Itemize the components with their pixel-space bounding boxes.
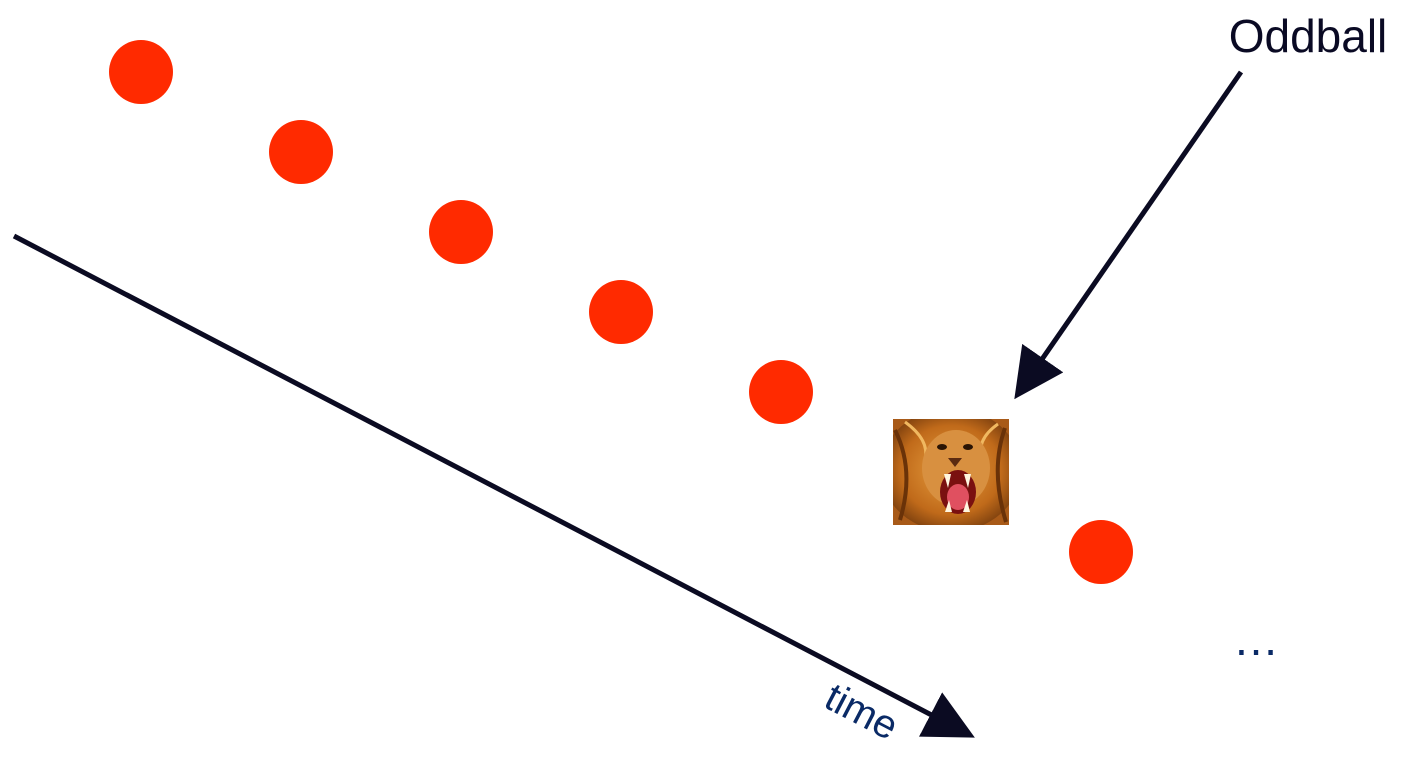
oddball-pointer-arrow — [1014, 70, 1244, 400]
standard-stimulus-5 — [749, 360, 813, 424]
time-label: time — [818, 675, 905, 749]
standard-stimulus-4 — [589, 280, 653, 344]
standard-stimulus-3 — [429, 200, 493, 264]
continuation-ellipsis: … — [1233, 613, 1279, 665]
time-axis-arrow — [12, 233, 975, 738]
standard-stimulus-6 — [1069, 520, 1133, 584]
standard-stimulus-1 — [109, 40, 173, 104]
oddball-label: Oddball — [1229, 10, 1388, 62]
oddball-stimulus-lion-image — [893, 419, 1009, 525]
standard-stimulus-2 — [269, 120, 333, 184]
